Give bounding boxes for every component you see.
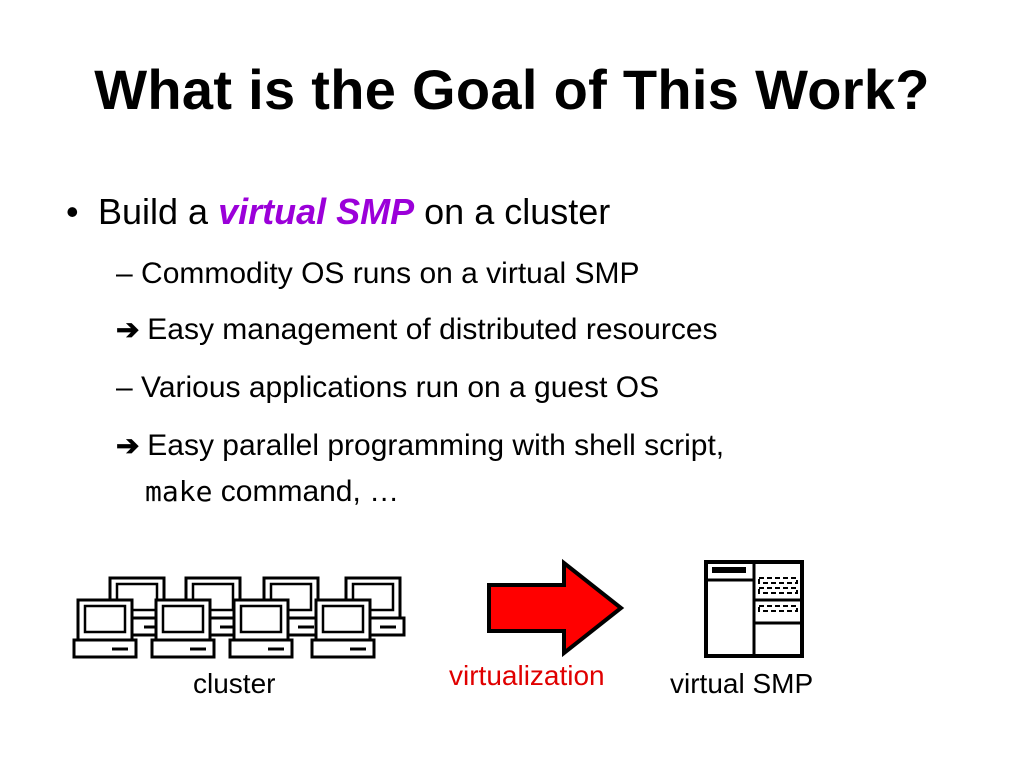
bullet-prefix: Build a xyxy=(98,191,219,232)
virtual-smp-label: virtual SMP xyxy=(670,668,814,699)
sub-item-4-continuation: make command, … xyxy=(145,474,399,510)
sub-item-4: ➔ Easy parallel programming with shell s… xyxy=(116,428,724,464)
computer-front-4 xyxy=(310,598,376,659)
sub-item-text: Easy parallel programming with shell scr… xyxy=(147,429,725,462)
right-arrow-icon: ➔ xyxy=(116,430,148,461)
bullet-dot: • xyxy=(66,191,79,232)
computer-front-1 xyxy=(72,598,138,659)
sub-item-text: Various applications run on a guest OS xyxy=(141,371,660,404)
right-arrow-icon: ➔ xyxy=(116,314,148,345)
sub-item-3: – Various applications run on a guest OS xyxy=(116,370,659,406)
computer-front-3 xyxy=(228,598,294,659)
slide-title: What is the Goal of This Work? xyxy=(94,58,930,121)
make-code: make xyxy=(145,475,213,508)
sub-item-text: Commodity OS runs on a virtual SMP xyxy=(141,257,640,290)
sub-item-text: Easy management of distributed resources xyxy=(147,313,718,346)
virtual-smp-server-icon xyxy=(704,560,804,658)
computer-front-2 xyxy=(150,598,216,659)
virtualization-arrow-shape xyxy=(487,558,625,658)
cluster-label: cluster xyxy=(193,668,276,699)
sub-item-2: ➔ Easy management of distributed resourc… xyxy=(116,312,718,348)
bullet-suffix: on a cluster xyxy=(414,191,611,232)
main-bullet-text: Build a virtual SMP on a cluster xyxy=(98,190,610,233)
dash-marker: – xyxy=(116,371,142,404)
continuation-text: command, … xyxy=(212,475,400,508)
virtualization-label: virtualization xyxy=(449,660,605,691)
dash-marker: – xyxy=(116,257,142,290)
bullet-emphasis: virtual SMP xyxy=(218,191,415,232)
virtualization-arrow-icon xyxy=(487,558,625,658)
sub-item-1: – Commodity OS runs on a virtual SMP xyxy=(116,256,640,292)
